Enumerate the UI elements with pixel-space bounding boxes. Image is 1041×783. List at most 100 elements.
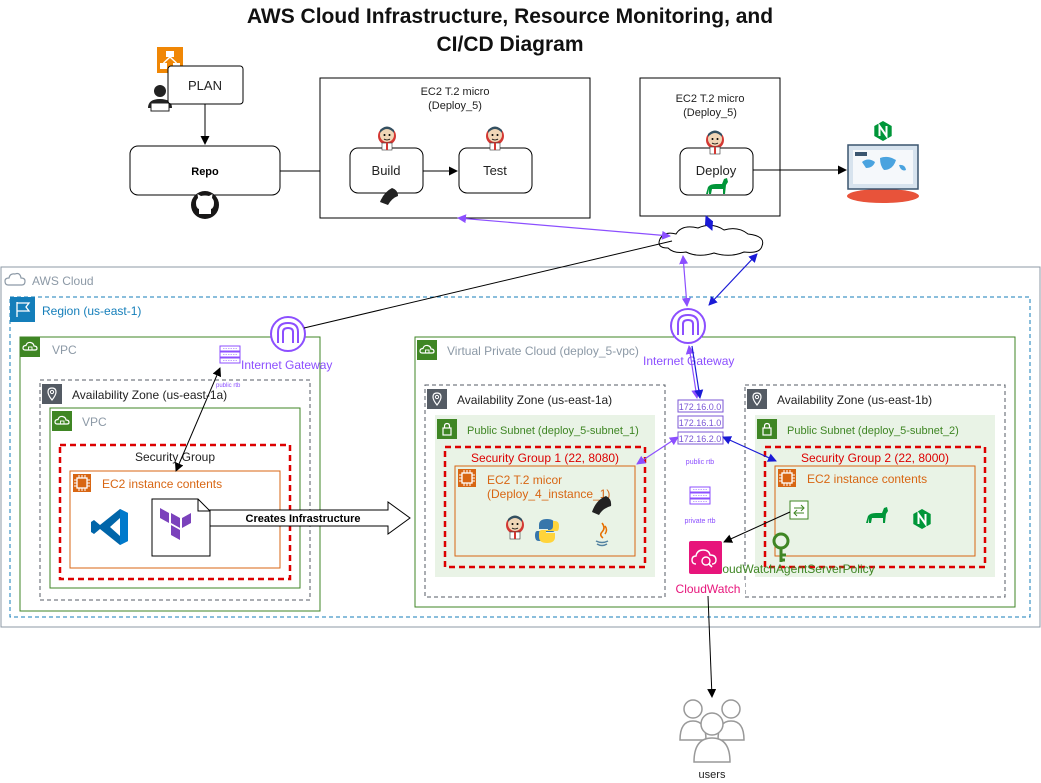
build-label: Build — [372, 163, 401, 178]
left-vpc-container: VPC — [19, 336, 321, 612]
ec2-chip-icon — [777, 468, 797, 488]
left-vpc-label: VPC — [52, 343, 77, 357]
build-box-cloud-connector — [457, 214, 671, 240]
lock-icon — [756, 418, 778, 440]
web-app-monitor-icon — [847, 144, 919, 203]
right-sg2: Security Group 2 (22, 8000) — [763, 445, 987, 569]
right-subnet1-label: Public Subnet (deploy_5-subnet_1) — [467, 425, 639, 437]
test-box[interactable]: Test — [458, 147, 533, 194]
test-label: Test — [483, 163, 507, 178]
right-ec2-1-container: EC2 T.2 micor (Deploy_4_instance_1) — [454, 465, 636, 557]
right-subnet2-container: Public Subnet (deploy_5-subnet_2) — [755, 415, 995, 577]
right-az2-container: Availability Zone (us-east-1b) — [744, 384, 1006, 598]
github-icon — [191, 191, 219, 219]
ec2-box1-subtitle: (Deploy_5) — [428, 100, 482, 112]
right-ec2-1-subtitle: (Deploy_4_instance_1) — [487, 487, 610, 501]
right-sg2-label: Security Group 2 (22, 8000) — [801, 451, 949, 465]
az-pin-icon — [41, 383, 63, 405]
aws-cloud-label: AWS Cloud — [32, 274, 94, 288]
cloudwatch-label-bg — [675, 580, 745, 595]
build-box[interactable]: Build — [349, 147, 424, 194]
left-internet-gateway-icon[interactable] — [270, 316, 306, 352]
vpc-icon — [51, 410, 73, 432]
route-entry: 172.16.0.0 — [679, 402, 722, 412]
igw-to-ec2-connector — [175, 367, 221, 472]
cloudwatch-to-users — [707, 595, 717, 698]
route-entry: 172.16.2.0 — [679, 434, 722, 444]
region-container: Region (us-east-1) — [9, 296, 1031, 618]
developer-icon — [148, 85, 172, 112]
right-subnet2-label: Public Subnet (deploy_5-subnet_2) — [787, 425, 959, 437]
right-vpc-label: Virtual Private Cloud (deploy_5-vpc) — [447, 344, 639, 358]
igw-to-route-table-blue — [691, 345, 704, 399]
left-route-table-icon — [219, 345, 241, 364]
right-az1-container: Availability Zone (us-east-1a) — [424, 384, 666, 598]
python-icon — [535, 519, 559, 543]
region-flag-icon — [10, 297, 35, 322]
right-vpc-container: Virtual Private Cloud (deploy_5-vpc) — [414, 336, 1016, 608]
creates-infrastructure-label: Creates Infrastructure — [246, 513, 361, 525]
cloudwatch-icon[interactable] — [689, 541, 722, 574]
vscode-icon — [91, 509, 128, 545]
nginx-icon — [873, 120, 893, 142]
plan-box[interactable]: PLAN — [167, 65, 244, 105]
left-ec2-label: EC2 instance contents — [102, 477, 222, 491]
region-label: Region (us-east-1) — [42, 304, 141, 318]
right-ec2-2-label: EC2 instance contents — [807, 472, 927, 486]
left-rtb-label: public rtb — [216, 383, 241, 389]
iam-policy-icon — [772, 532, 790, 562]
agent-to-cloudwatch — [723, 511, 791, 543]
left-sg-label: Security Group — [135, 450, 215, 464]
right-subnet1-container: Public Subnet (deploy_5-subnet_1) — [435, 415, 655, 577]
cloud-to-vpc-blue — [708, 253, 758, 306]
lock-icon — [436, 418, 458, 440]
right-az2-label: Availability Zone (us-east-1b) — [777, 393, 932, 407]
aws-cloud-icon — [4, 272, 26, 286]
users-icon — [679, 699, 745, 763]
cloud-to-right-igw — [679, 255, 691, 307]
right-sg1: Security Group 1 (22, 8080) — [443, 445, 647, 569]
repo-box[interactable]: Repo — [129, 145, 281, 196]
public-rtb-label: public rtb — [686, 459, 715, 466]
plan-label: PLAN — [188, 78, 222, 93]
repo-label: Repo — [191, 166, 219, 178]
ec2-chip-icon — [457, 468, 477, 488]
deploy-box[interactable]: Deploy — [679, 147, 754, 196]
private-rtb-label: private rtb — [684, 518, 715, 525]
users-label: users — [699, 769, 726, 781]
left-igw-to-cloud-connector — [303, 240, 673, 329]
aws-cloud-container: AWS Cloud — [0, 266, 1041, 628]
right-internet-gateway-icon[interactable] — [670, 308, 706, 344]
diagram-title-line1: AWS Cloud Infrastructure, Resource Monit… — [247, 5, 773, 28]
terraform-feather-icon — [592, 496, 612, 515]
igw-to-route-table — [685, 345, 701, 399]
terraform-feather-icon — [380, 188, 398, 205]
route-to-sg1 — [636, 436, 679, 465]
az-pin-icon — [426, 388, 448, 410]
policy-label: CloudWatchAgentServerPolicy — [711, 562, 875, 576]
ec2-box2-title: EC2 T.2 micro — [676, 93, 745, 105]
java-icon — [595, 522, 609, 547]
right-az1-label: Availability Zone (us-east-1a) — [457, 393, 612, 407]
right-igw-label: Internet Gateway — [643, 354, 734, 368]
right-ec2-2-container: EC2 instance contents — [774, 465, 976, 557]
diagram-title-line2: CI/CD Diagram — [436, 33, 583, 56]
left-az-label: Availability Zone (us-east-1a) — [72, 388, 227, 402]
vpc-icon — [19, 336, 41, 358]
ec2-box2-subtitle: (Deploy_5) — [683, 107, 737, 119]
left-inner-vpc-container: VPC — [49, 407, 301, 589]
ec2-box1-title: EC2 T.2 micro — [421, 86, 490, 98]
right-ec2-1-title: EC2 T.2 micor — [487, 473, 562, 487]
creates-infrastructure-arrow: Creates Infrastructure — [209, 501, 411, 535]
ec2-chip-icon — [72, 473, 92, 493]
cloudwatch-agent-icon — [789, 500, 809, 520]
left-inner-vpc-label: VPC — [82, 415, 107, 429]
route-to-sg2 — [722, 436, 777, 462]
cloudwatch-label: CloudWatch — [676, 582, 741, 596]
vpc-icon — [416, 339, 438, 361]
terraform-file-icon — [151, 498, 211, 557]
left-igw-label: Internet Gateway — [241, 358, 332, 372]
route-entry: 172.16.1.0 — [679, 418, 722, 428]
private-route-table-icon — [689, 486, 711, 505]
